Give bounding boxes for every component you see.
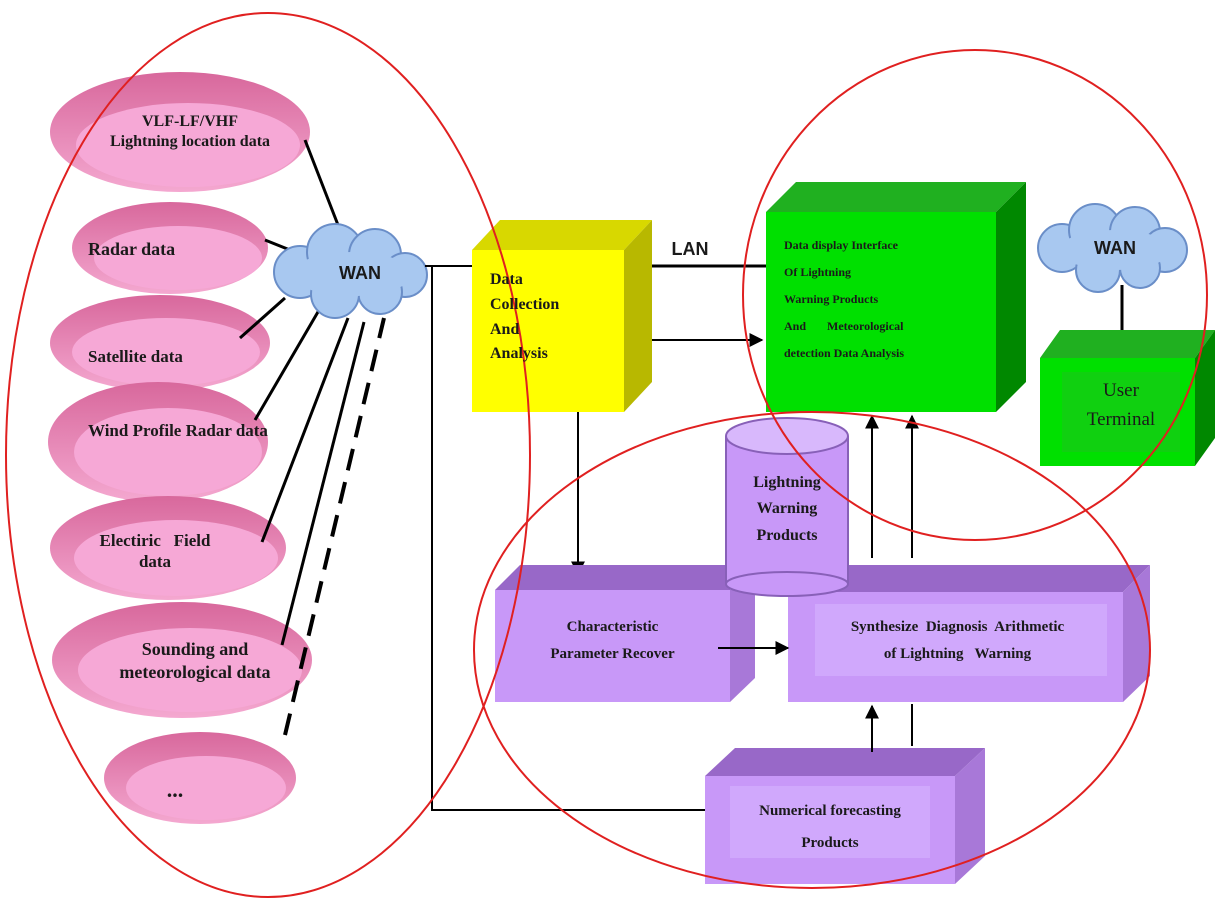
- data-collection-line2: Collection: [490, 295, 560, 313]
- numerical-label: Numerical forecasting Products: [715, 796, 945, 859]
- synthesize-label: Synthesize Diagnosis Arithmetic of Light…: [795, 614, 1120, 668]
- characteristic-label: Characteristic Parameter Recover: [500, 614, 725, 668]
- lan-label: LAN: [671, 239, 709, 259]
- warning-products-label: Lightning Warning Products: [730, 470, 844, 549]
- source-disk-efield: [50, 496, 286, 600]
- user-terminal-line2: Terminal: [1086, 409, 1156, 431]
- synthesize-line1: Synthesize Diagnosis Arithmetic: [850, 619, 1065, 635]
- wan-left-label: WAN: [339, 263, 381, 283]
- source-label-satellite: Satellite data: [88, 347, 183, 366]
- source-links: [239, 139, 386, 736]
- display-interface-line5: detection Data Analysis: [784, 346, 904, 360]
- numerical-line1: Numerical forecasting: [759, 803, 901, 819]
- source-vlf-line1: VLF-LF/VHF: [142, 113, 238, 130]
- synthesize-box: [788, 565, 1150, 702]
- wan-cloud-left: [273, 223, 428, 319]
- data-collection-label: Data Collection And Analysis: [490, 268, 610, 367]
- user-terminal-line1: User: [1103, 380, 1139, 401]
- characteristic-line2: Parameter Recover: [550, 646, 675, 662]
- data-collection-box: [472, 220, 652, 412]
- source-disk-sounding: [52, 602, 312, 718]
- source-label-radar: Radar data: [88, 239, 176, 259]
- warning-products-line1: Lightning: [753, 474, 821, 491]
- warning-products-line2: Warning: [756, 500, 818, 518]
- data-collection-line1: Data: [490, 271, 523, 288]
- source-label-wind: Wind Profile Radar data: [88, 421, 268, 440]
- characteristic-box: [495, 565, 755, 702]
- ring-analysis: [473, 411, 1151, 889]
- display-interface-line4: And Meteorological: [784, 319, 904, 333]
- source-efield-line2: data: [138, 552, 172, 572]
- warning-products-line3: Products: [756, 526, 818, 544]
- source-disk-wind: [48, 382, 268, 502]
- synthesize-line2: of Lightning Warning: [883, 646, 1032, 662]
- grouping-rings: [5, 12, 1208, 898]
- display-interface-line1: Data display Interface: [784, 238, 898, 252]
- source-vlf-line2: Lightning location data: [109, 133, 271, 150]
- data-collection-line4: Analysis: [490, 345, 548, 363]
- source-label-efield: Electiric Field data: [70, 530, 240, 573]
- source-label-vlf: VLF-LF/VHF Lightning location data: [80, 112, 300, 152]
- data-collection-line3: And: [490, 320, 520, 338]
- user-terminal-label: User Terminal: [1062, 376, 1180, 435]
- source-disk-satellite: [50, 295, 270, 391]
- wan-right-label: WAN: [1094, 238, 1136, 258]
- numerical-box: [705, 748, 985, 884]
- ring-data-sources: [5, 12, 531, 898]
- display-interface-line2: Of Lightning: [784, 265, 852, 279]
- source-efield-line1: Electiric Field: [99, 531, 211, 550]
- display-interface-line3: Warning Products: [784, 292, 879, 306]
- source-disk-vlf: [50, 72, 310, 192]
- source-label-more: ...: [166, 777, 184, 802]
- characteristic-line1: Characteristic: [566, 619, 659, 635]
- warning-products-cylinder: [725, 417, 849, 597]
- display-interface-box: [766, 182, 1026, 412]
- source-disk-radar: [72, 202, 268, 294]
- source-label-sounding: Sounding and meteorological data: [100, 638, 290, 683]
- source-sounding-line1: Sounding and: [141, 639, 249, 659]
- source-disk-more: [104, 732, 296, 824]
- wan-cloud-right: [1037, 203, 1188, 293]
- user-terminal-box: [1040, 330, 1215, 466]
- numerical-line2: Products: [801, 834, 859, 851]
- ring-display: [742, 49, 1208, 541]
- source-sounding-line2: meteorological data: [119, 661, 271, 682]
- wan-to-system-links: [425, 265, 708, 811]
- display-interface-label: Data display Interface Of Lightning Warn…: [784, 232, 984, 367]
